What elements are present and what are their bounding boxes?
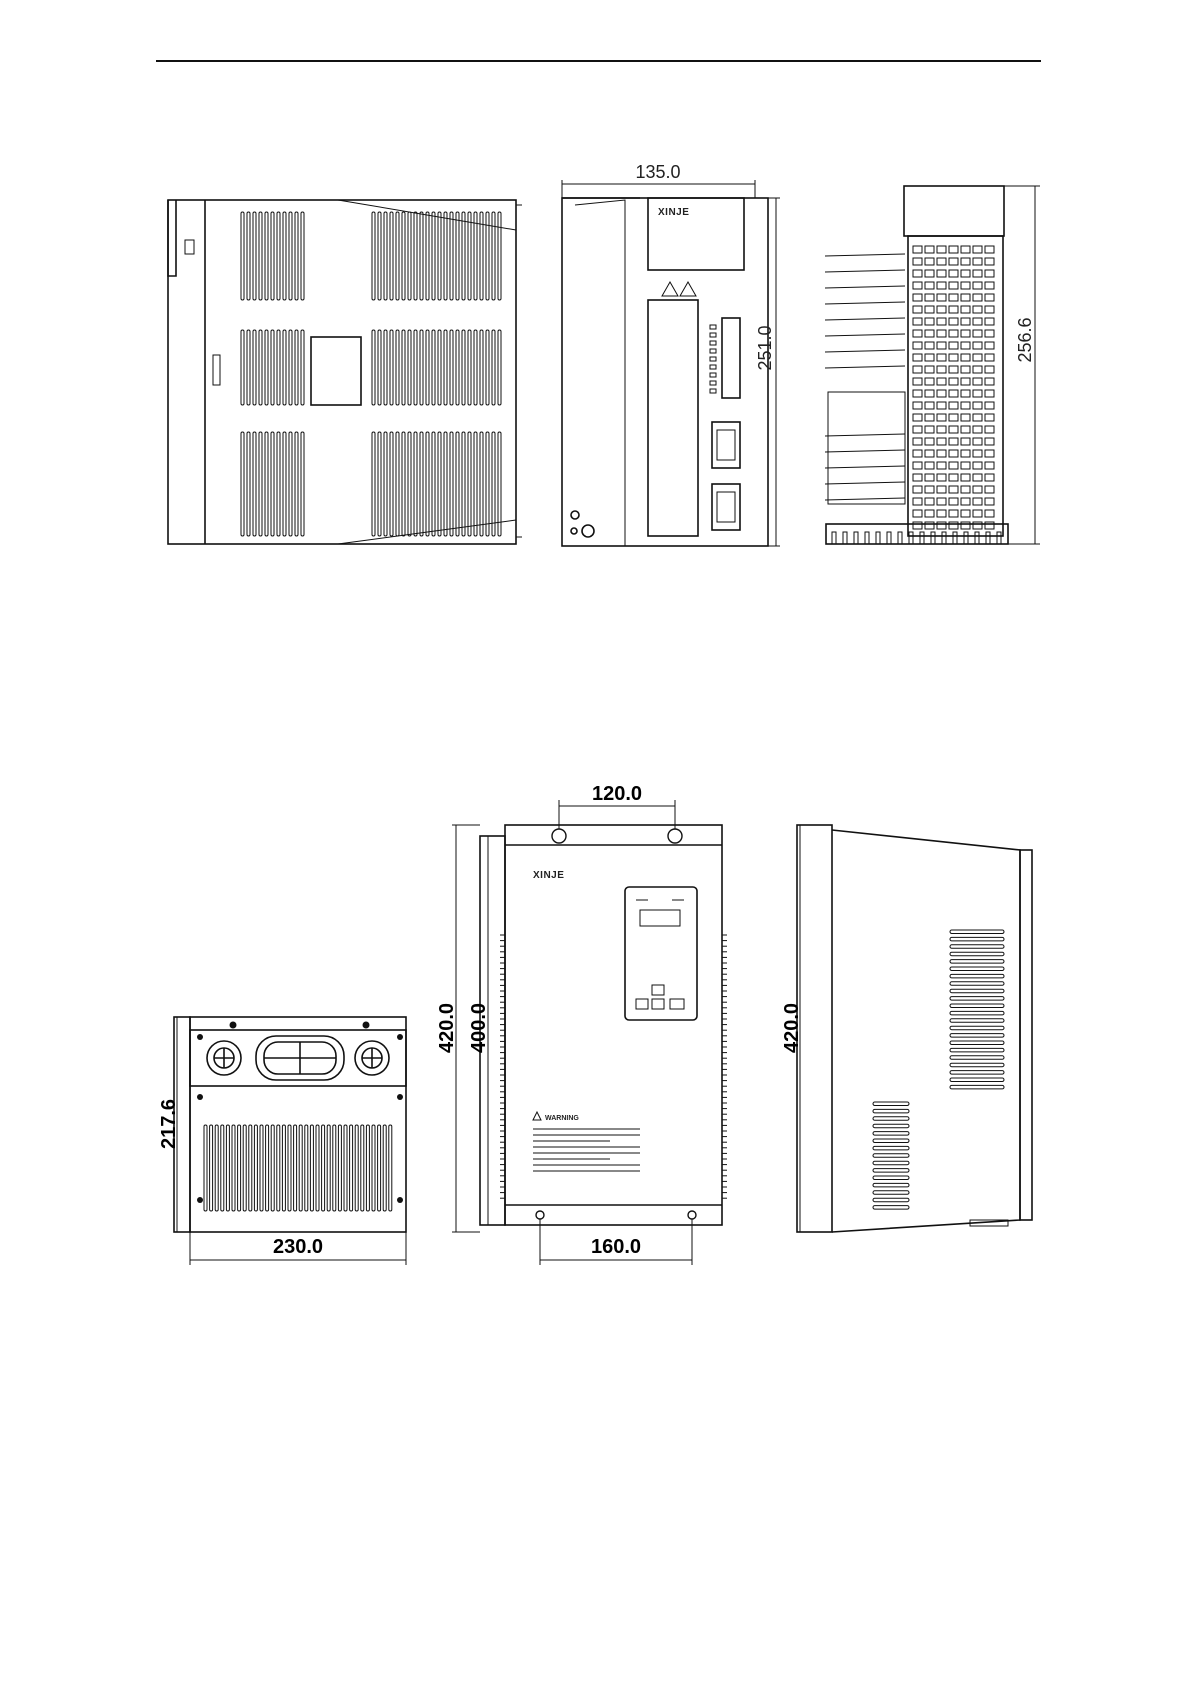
mount-spacing-top-120: 120.0 [592,783,642,805]
overall-height-420: 420.0 [436,1003,458,1053]
width-dimension-135: 135.0 [635,162,680,182]
front-view-servo: XINJE [562,198,768,546]
width-dimension-230: 230.0 [273,1236,323,1258]
side-view-inverter [797,825,1032,1232]
top-view-servo [168,200,522,544]
warning-title: WARNING [545,1115,579,1122]
depth-dimension-256: 256.6 [1015,317,1035,362]
body-height-400: 400.0 [468,1003,490,1053]
front-view-inverter: XINJE WARNING [480,825,727,1225]
height-dimension-251: 251.0 [755,325,775,370]
top-brand-label: XINJE [658,207,689,218]
bottom-view-inverter [174,1017,406,1232]
bottom-brand-label: XINJE [533,870,564,881]
depth-dimension-217: 217.6 [158,1099,180,1149]
mount-spacing-bottom-160: 160.0 [591,1236,641,1258]
side-height-420: 420.0 [781,1003,803,1053]
side-view-servo [825,186,1008,544]
